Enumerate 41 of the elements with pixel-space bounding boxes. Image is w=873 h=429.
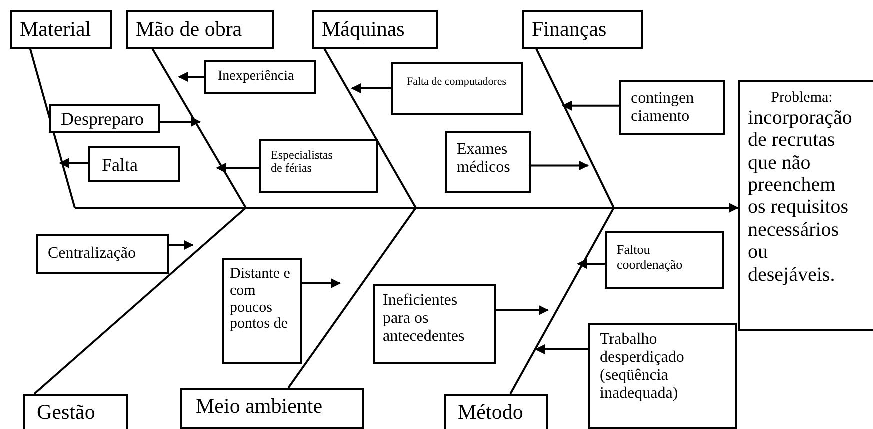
cause-box: Faltou coordenação: [605, 231, 724, 289]
cause-box: Centralização: [36, 234, 169, 274]
bone-line: [536, 48, 615, 208]
heading-text: Problema:: [770, 90, 834, 107]
cause-box: Falta: [88, 146, 180, 182]
arrow: [351, 84, 391, 94]
arrow: [531, 160, 589, 171]
category-box: Gestão: [23, 394, 128, 429]
spine-arrow: [75, 203, 739, 213]
category-box: Método: [444, 394, 548, 429]
category-box: Finanças: [522, 10, 643, 49]
bone-line: [152, 48, 247, 208]
cause-box: Distante e com poucos pontos de: [222, 258, 302, 364]
problem-box: [738, 80, 873, 331]
cause-box: Despreparo: [49, 104, 160, 133]
cause-box: Exames médicos: [445, 131, 531, 193]
arrow: [178, 72, 204, 82]
arrow: [577, 259, 605, 270]
bone-line: [288, 207, 417, 389]
arrow: [562, 100, 619, 111]
cause-box: Especialistas de férias: [259, 139, 378, 193]
arrow: [302, 278, 341, 288]
category-box: Meio ambiente: [180, 388, 364, 429]
cause-box: Trabalho desperdiçado (seqüência inadequada): [588, 323, 737, 429]
arrow: [535, 344, 588, 354]
cause-box: Ineficientes para os antecedentes: [373, 284, 496, 364]
arrow: [160, 116, 201, 127]
arrow: [169, 240, 194, 250]
bone-line: [29, 48, 76, 208]
cause-box: Inexperiência: [204, 60, 316, 94]
bone-line: [510, 208, 615, 394]
arrow: [216, 163, 259, 174]
category-box: Material: [10, 10, 112, 49]
cause-box: Falta de computadores: [391, 62, 523, 115]
cause-box: contingen ciamento: [619, 80, 725, 135]
arrow: [59, 158, 88, 168]
problem-text: incorporação de recrutas que não preenchem os requisitos necessários ou desejáveis.: [748, 106, 854, 286]
bone-line: [34, 207, 247, 395]
category-box: Máquinas: [312, 10, 438, 49]
arrow: [496, 305, 549, 316]
category-box: Mão de obra: [126, 10, 274, 49]
